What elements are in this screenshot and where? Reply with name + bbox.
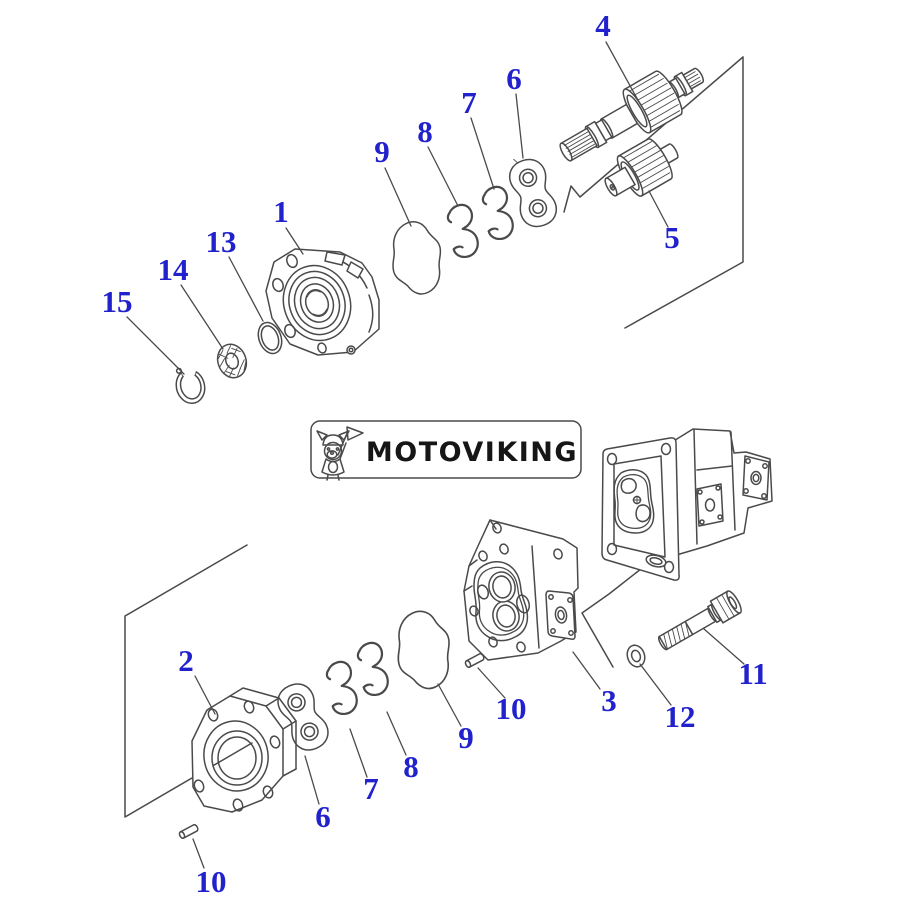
part-pin-10-middle bbox=[464, 652, 485, 669]
callout-label-1: 1 bbox=[273, 194, 289, 229]
callout-label-10-bottom: 10 bbox=[196, 864, 227, 899]
part-backup-ring-upper-8 bbox=[446, 203, 479, 259]
callout-label-12: 12 bbox=[665, 699, 696, 734]
part-bushing-plate-upper bbox=[508, 158, 558, 228]
callout-label-6-upper: 6 bbox=[506, 61, 522, 96]
callout-label-4: 4 bbox=[595, 8, 611, 43]
part-washer-12 bbox=[626, 644, 646, 668]
part-oil-seal-14 bbox=[216, 343, 248, 379]
logo-text: MOTOVIKING bbox=[366, 437, 578, 468]
callout-label-9-upper: 9 bbox=[374, 134, 390, 169]
callout-label-5: 5 bbox=[664, 220, 680, 255]
part-pin-10-bottom bbox=[178, 823, 199, 840]
diagram-linework: MOTOVIKING bbox=[124, 41, 773, 869]
leader-lines bbox=[126, 41, 745, 869]
part-backup-ring-lower-7 bbox=[325, 660, 358, 716]
part-backup-ring-lower-8 bbox=[356, 641, 389, 697]
part-mounting-bolt-11 bbox=[657, 590, 742, 651]
part-gasket-upper bbox=[392, 221, 442, 295]
part-front-cover bbox=[265, 248, 380, 356]
callout-labels: 4 6 7 8 9 1 13 14 15 5 2 6 7 8 9 10 3 12… bbox=[102, 8, 768, 899]
part-gear-case-3 bbox=[463, 519, 579, 661]
part-washer-ring-13 bbox=[257, 321, 283, 355]
callout-label-8-lower: 8 bbox=[403, 749, 419, 784]
panel-outline-lower-left bbox=[124, 544, 253, 818]
callout-label-8-upper: 8 bbox=[417, 114, 433, 149]
callout-label-14: 14 bbox=[158, 252, 189, 287]
part-drive-gear-shaft bbox=[559, 67, 705, 162]
callout-label-10-middle: 10 bbox=[496, 691, 527, 726]
part-bushing-plate-lower bbox=[277, 683, 329, 751]
panel-outline-lower-right bbox=[581, 564, 647, 668]
part-rear-pump-assembly bbox=[601, 428, 773, 581]
part-backup-ring-upper-7 bbox=[481, 185, 514, 241]
callout-label-11: 11 bbox=[738, 656, 767, 691]
part-flange-housing-2 bbox=[191, 687, 297, 813]
callout-label-7-upper: 7 bbox=[461, 85, 477, 120]
part-driven-gear bbox=[604, 138, 679, 197]
part-snap-ring-15 bbox=[175, 367, 206, 404]
callout-label-7-lower: 7 bbox=[363, 771, 379, 806]
callout-label-6-lower: 6 bbox=[315, 799, 331, 834]
logo-card: MOTOVIKING bbox=[310, 420, 582, 481]
callout-label-2: 2 bbox=[178, 643, 194, 678]
callout-label-13: 13 bbox=[206, 224, 237, 259]
callout-label-9-lower: 9 bbox=[458, 720, 474, 755]
callout-label-3: 3 bbox=[601, 683, 617, 718]
part-gasket-lower bbox=[397, 610, 450, 690]
panel-outline-upper bbox=[563, 56, 744, 329]
viking-dog-mascot-icon bbox=[316, 426, 364, 481]
callout-label-15: 15 bbox=[102, 284, 133, 319]
